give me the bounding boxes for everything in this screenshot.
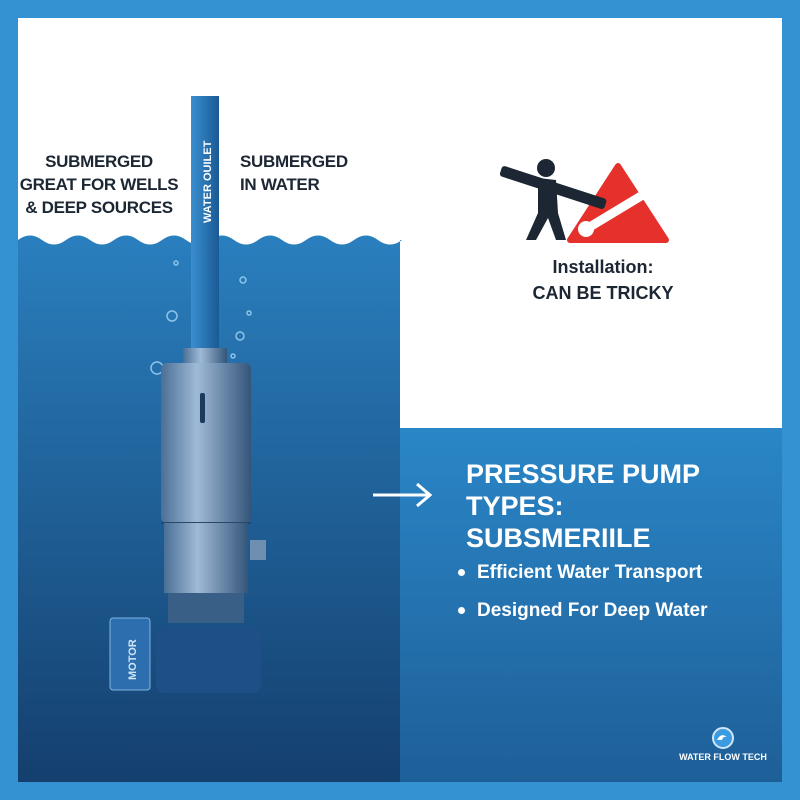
wave-logo-icon <box>712 727 734 749</box>
right-note: SUBMERGED IN WATER <box>240 150 348 196</box>
outlet-pipe <box>191 96 219 358</box>
title-line: SUBSMERIILE <box>466 523 651 553</box>
motor-block <box>109 617 151 691</box>
bullet-text: Designed For Deep Water <box>477 600 708 621</box>
motor-label: MOTOR <box>127 639 139 680</box>
bullet-icon <box>458 607 465 615</box>
worker-icon <box>499 159 607 240</box>
arrow-right-icon <box>373 482 433 508</box>
left-note-line: & DEEP SOURCES <box>25 198 173 217</box>
installation-subtitle: CAN BE TRICKY <box>532 283 674 303</box>
pump-illustration: WATER OUILET MOTOR <box>18 96 669 782</box>
left-note: SUBMERGED GREAT FOR WELLS & DEEP SOURCES <box>18 150 180 219</box>
pipe-label: WATER OUILET <box>202 140 214 223</box>
right-note-line: IN WATER <box>240 175 320 194</box>
logo: WATER FLOW TECH <box>678 726 768 762</box>
infographic: WATER OUILET MOTOR SUBMERGED GREAT FOR W… <box>18 18 782 782</box>
bullet-icon <box>458 569 465 577</box>
info-panel: PRESSURE PUMP TYPES: SUBSMERIILE Efficie… <box>400 428 782 782</box>
installation-title: Installation: <box>552 257 654 277</box>
bullet-item: Efficient Water Transport <box>458 562 702 584</box>
panel-title: PRESSURE PUMP TYPES: SUBSMERIILE <box>466 458 782 554</box>
bullet-text: Efficient Water Transport <box>477 562 703 583</box>
left-note-line: SUBMERGED <box>45 152 153 171</box>
left-note-line: GREAT FOR WELLS <box>19 175 179 194</box>
right-note-line: SUBMERGED <box>240 152 348 171</box>
bullet-item: Designed For Deep Water <box>458 600 708 622</box>
logo-text: WATER FLOW TECH <box>679 752 767 762</box>
title-line: PRESSURE PUMP TYPES: <box>466 459 700 521</box>
pump-body <box>161 363 251 523</box>
installation-note: Installation: CAN BE TRICKY <box>488 254 718 306</box>
